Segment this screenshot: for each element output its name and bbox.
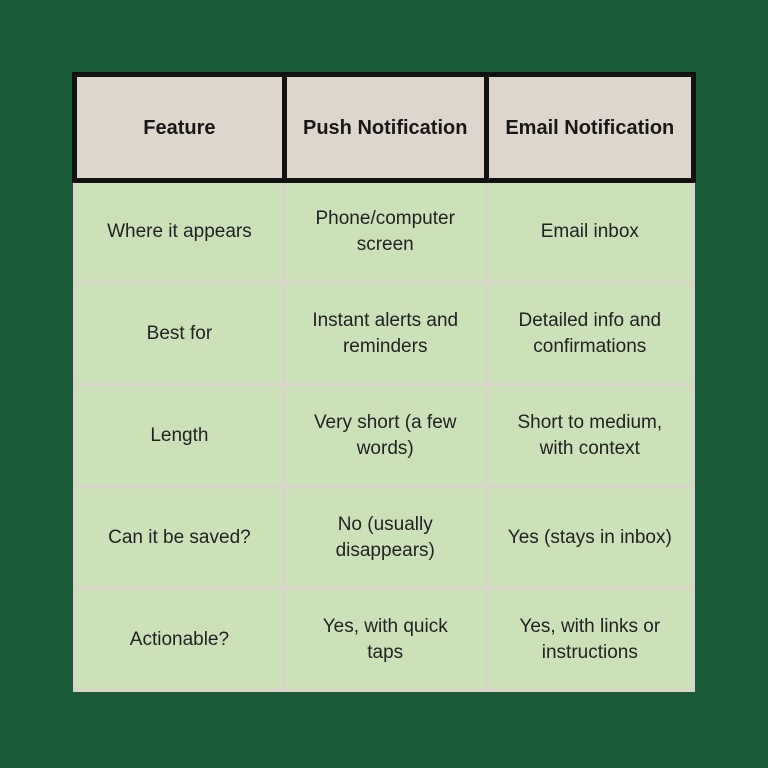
table-row: Length Very short (a few words) Short to… [73,383,696,488]
cell-push: Instant alerts and reminders [282,281,488,386]
cell-email: Yes, with links or instructions [484,587,696,692]
table-row: Can it be saved? No (usually disappears)… [73,485,696,590]
column-header-push-notification: Push Notification [281,72,489,183]
cell-push: No (usually disappears) [282,485,488,590]
table-body: Where it appears Phone/computer screen E… [73,179,696,692]
cell-feature: Best for [73,281,286,386]
comparison-table: Feature Push Notification Email Notifica… [72,72,697,692]
column-header-email-notification: Email Notification [483,72,697,183]
cell-feature: Where it appears [73,179,286,284]
cell-feature: Length [73,383,286,488]
table-row: Best for Instant alerts and reminders De… [73,281,696,386]
column-header-feature: Feature [72,72,287,183]
table-row: Actionable? Yes, with quick taps Yes, wi… [73,587,696,692]
cell-email: Email inbox [484,179,696,284]
cell-email: Short to medium, with context [484,383,696,488]
cell-feature: Can it be saved? [73,485,286,590]
cell-push: Very short (a few words) [282,383,488,488]
comparison-table-container: Feature Push Notification Email Notifica… [72,72,697,692]
cell-email: Yes (stays in inbox) [484,485,696,590]
cell-push: Yes, with quick taps [282,587,488,692]
cell-feature: Actionable? [73,587,286,692]
table-row: Where it appears Phone/computer screen E… [73,179,696,284]
cell-email: Detailed info and confirmations [484,281,696,386]
cell-push: Phone/computer screen [282,179,488,284]
table-header-row: Feature Push Notification Email Notifica… [72,72,697,183]
